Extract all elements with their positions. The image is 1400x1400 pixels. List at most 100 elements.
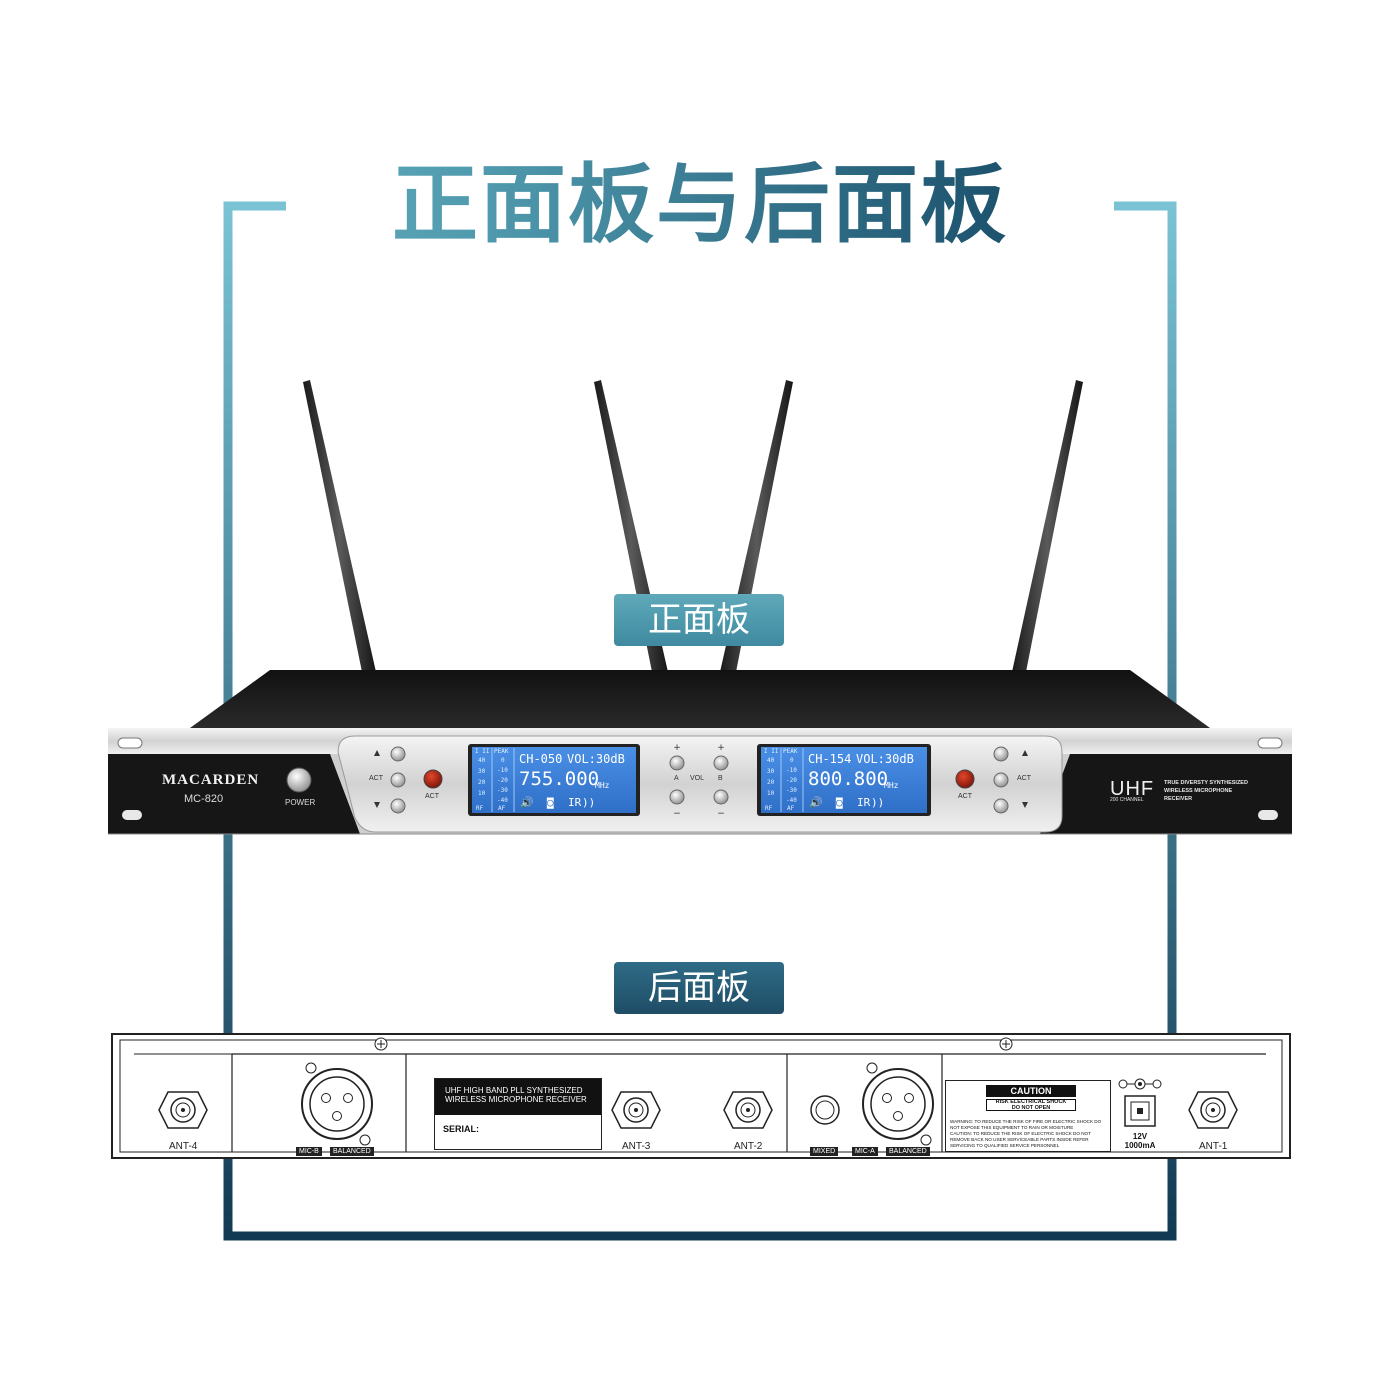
- product-label-header: UHF HIGH BAND PLL SYNTHESIZED WIRELESS M…: [435, 1079, 601, 1115]
- lcd-b-channel: CH-154: [808, 752, 852, 766]
- mixed-label: MIXED: [810, 1147, 839, 1156]
- brand-logo: MACARDEN: [162, 772, 260, 788]
- front-right-face: [1040, 754, 1292, 834]
- channel-b-label: B: [718, 775, 723, 782]
- lcd-a-channel: CH-050: [519, 752, 563, 766]
- model-number: MC-820: [184, 793, 224, 805]
- lcd-b-frequency: 800.800: [808, 768, 889, 790]
- lcd-b-af-label: AF: [787, 805, 795, 812]
- act-label-left-b: ACT: [425, 793, 439, 800]
- right-act-button[interactable]: [994, 773, 1008, 787]
- antenna-4: [1012, 380, 1083, 672]
- lcd-b-left-scale: 40: [767, 757, 775, 764]
- lcd-a-left-scale: 30: [478, 768, 486, 775]
- caution-sticker: CAUTION RISK ELECTRICAL SHOCK DO NOT OPE…: [945, 1080, 1111, 1152]
- uhf-channel-count: 200 CHANNEL: [1110, 797, 1144, 803]
- ant3-connector: [611, 1091, 661, 1129]
- serial-field: SERIAL:: [443, 1124, 479, 1134]
- product-label-line1: UHF HIGH BAND PLL SYNTHESIZED: [445, 1086, 583, 1095]
- lcd-b-left-scale: 10: [767, 790, 775, 797]
- act-label-right-b: ACT: [958, 793, 972, 800]
- lcd-a-left-scale: 20: [478, 779, 486, 786]
- lcd-a-scale: 0: [501, 757, 505, 764]
- front-panel-label: 正面板: [614, 594, 784, 646]
- vol-b-up-button[interactable]: [714, 756, 728, 770]
- vol-label: VOL: [690, 775, 705, 782]
- product-description: TRUE DIVERSTY SYNTHESIZED WIRELESS MICRO…: [1164, 780, 1248, 802]
- svg-text:+: +: [717, 743, 725, 753]
- xlr-mic-b: [301, 1062, 373, 1146]
- lcd-a-meter-header: I II: [475, 748, 490, 755]
- speaker-icon: 🔊: [520, 796, 534, 809]
- mic-b-label: MIC-B: [296, 1147, 322, 1156]
- battery-icon: ◙: [547, 796, 554, 809]
- lcd-b-left-scale: 20: [767, 779, 775, 786]
- lcd-b-meter-header: I II: [764, 748, 779, 755]
- speaker-icon: 🔊: [809, 796, 823, 809]
- lcd-a-volume: VOL:30dB: [567, 752, 625, 766]
- lcd-a-scale: -20: [497, 777, 508, 784]
- act-label-left-a: ACT: [369, 775, 383, 782]
- left-down-button[interactable]: [391, 799, 405, 813]
- caution-title: CAUTION: [986, 1085, 1076, 1097]
- svg-text:+: +: [673, 743, 681, 753]
- chassis-top: [190, 670, 1210, 728]
- right-down-button[interactable]: [994, 799, 1008, 813]
- dc-voltage: 12V: [1132, 1132, 1148, 1141]
- lcd-a-unit: MHz: [595, 781, 610, 790]
- ant1-connector: [1188, 1091, 1238, 1129]
- caution-subtitle: RISK ELECTRICAL SHOCK DO NOT OPEN: [986, 1099, 1076, 1111]
- right-act-red-button[interactable]: [956, 770, 974, 788]
- lcd-a-peak: PEAK: [494, 748, 509, 755]
- lcd-b-volume: VOL:30dB: [856, 752, 914, 766]
- mic-a-label: MIC-A: [852, 1147, 878, 1156]
- lcd-b-left-scale: 30: [767, 768, 775, 775]
- svg-text:−: −: [673, 809, 681, 819]
- antenna-1: [303, 380, 376, 672]
- left-up-button[interactable]: [391, 747, 405, 761]
- lcd-a-af-label: AF: [498, 805, 506, 812]
- vol-a-down-button[interactable]: [670, 790, 684, 804]
- lcd-a-scale: -40: [497, 797, 508, 804]
- ir-signal-icon: )): [582, 796, 596, 809]
- lcd-a-scale: -10: [497, 767, 508, 774]
- ant4-label: ANT-4: [169, 1141, 198, 1152]
- ant2-connector: [723, 1091, 773, 1129]
- front-left-face: [108, 754, 360, 834]
- caution-body: WARNING: TO REDUCE THE RISK OF FIRE OR E…: [950, 1119, 1108, 1149]
- ant4-connector: [158, 1091, 208, 1129]
- product-label-sticker: UHF HIGH BAND PLL SYNTHESIZED WIRELESS M…: [434, 1078, 602, 1150]
- lcd-b-scale: -20: [786, 777, 797, 784]
- uhf-badge: UHF: [1110, 778, 1155, 800]
- mic-b-balanced-label: BALANCED: [330, 1147, 374, 1156]
- left-act-red-button[interactable]: [424, 770, 442, 788]
- ant3-label: ANT-3: [622, 1141, 651, 1152]
- power-button[interactable]: [287, 768, 311, 792]
- channel-a-label: A: [674, 775, 679, 782]
- power-label: POWER: [285, 798, 316, 807]
- vol-a-up-button[interactable]: [670, 756, 684, 770]
- lcd-b-peak: PEAK: [783, 748, 798, 755]
- lcd-b-scale: -10: [786, 767, 797, 774]
- vol-b-down-button[interactable]: [714, 790, 728, 804]
- warning-text: WARNING: TO REDUCE THE RISK OF FIRE OR E…: [950, 1119, 1102, 1130]
- right-up-button[interactable]: [994, 747, 1008, 761]
- lcd-a-left-scale: 10: [478, 790, 486, 797]
- lcd-b-scale: 0: [790, 757, 794, 764]
- battery-icon: ◙: [836, 796, 843, 809]
- power-button-shape: [286, 767, 312, 793]
- ir-signal-icon: )): [871, 796, 885, 809]
- lcd-a-ir: IR: [568, 796, 582, 809]
- lcd-b-unit: MHz: [884, 781, 899, 790]
- lcd-a-rf-label: RF: [476, 805, 484, 812]
- ant2-label: ANT-2: [734, 1141, 763, 1152]
- mic-a-balanced-label: BALANCED: [886, 1147, 930, 1156]
- caution-sub2: DO NOT OPEN: [1011, 1104, 1051, 1111]
- lcd-b-scale: -40: [786, 797, 797, 804]
- lcd-a-frequency: 755.000: [519, 768, 600, 790]
- caution-sub1: RISK ELECTRICAL SHOCK: [995, 1099, 1067, 1105]
- left-act-button[interactable]: [391, 773, 405, 787]
- ant1-label: ANT-1: [1199, 1141, 1228, 1152]
- back-panel-label: 后面板: [614, 962, 784, 1014]
